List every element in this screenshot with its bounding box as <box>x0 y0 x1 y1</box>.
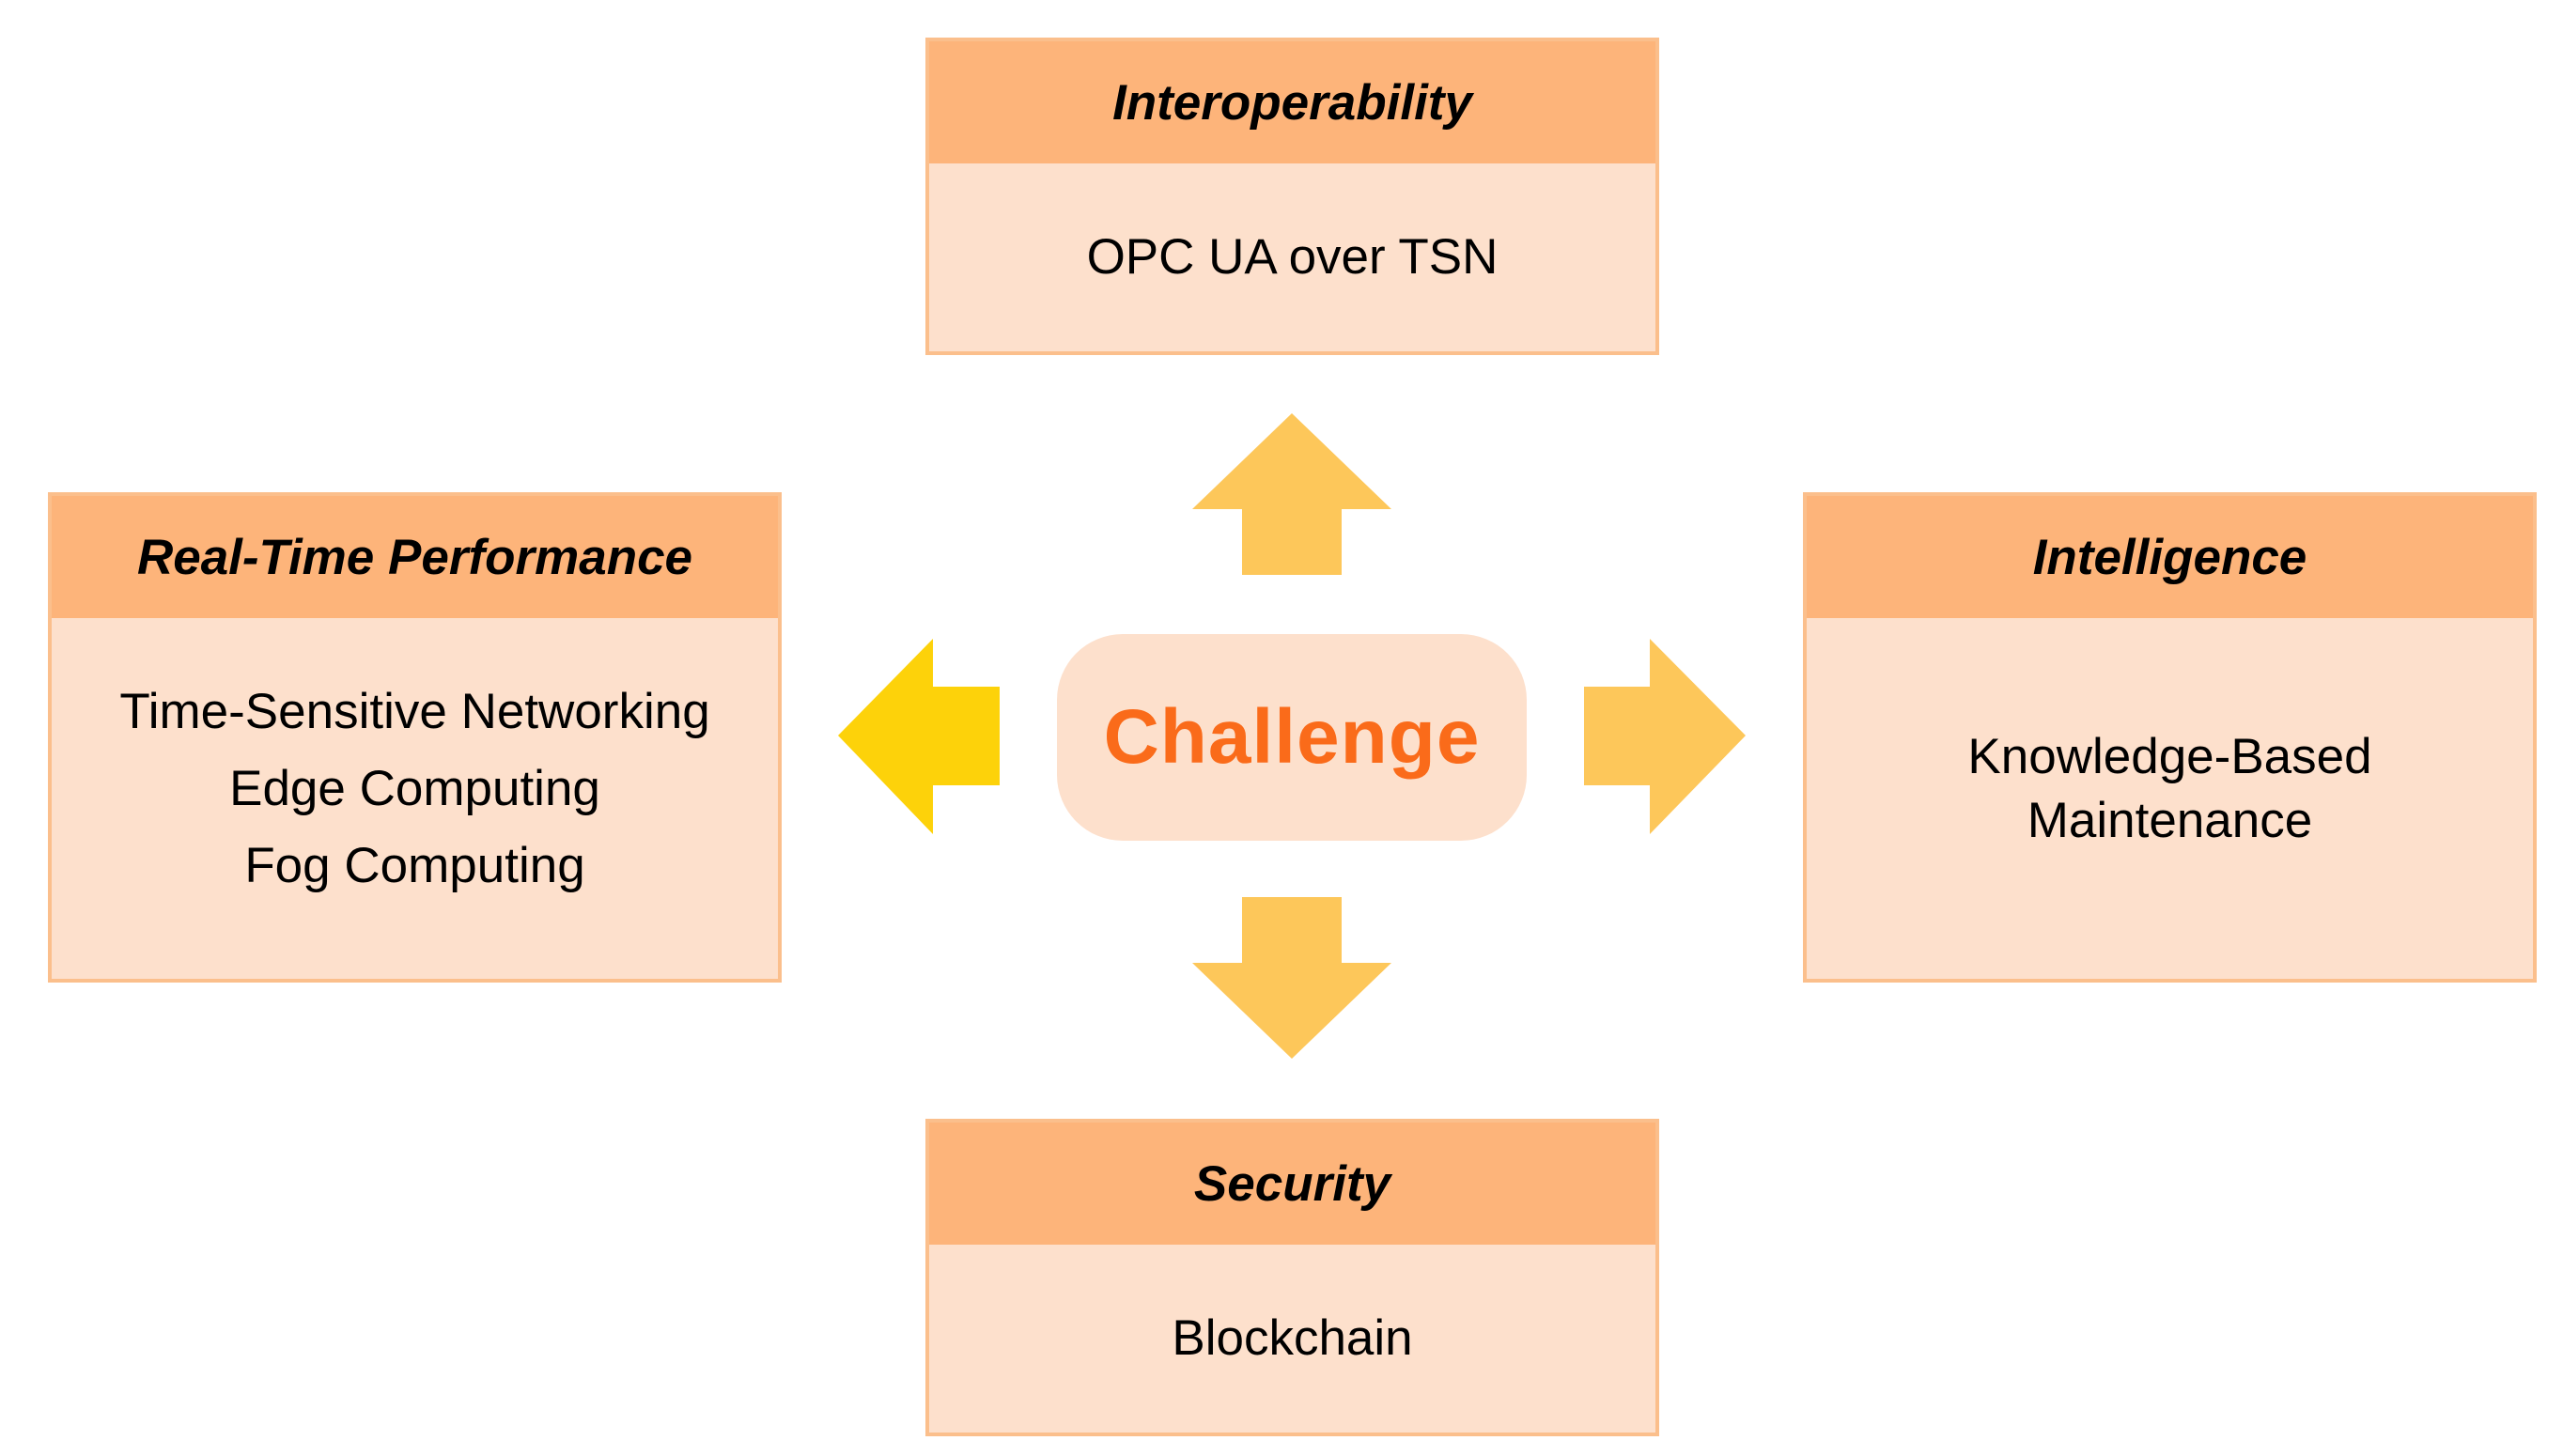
box-title: Security <box>1193 1155 1391 1212</box>
arrow-down-icon <box>1192 897 1391 1059</box>
box-header: Security <box>929 1123 1655 1245</box>
box-line: Edge Computing <box>229 760 600 816</box>
box-header: Real-Time Performance <box>52 496 778 618</box>
challenge-node: Challenge <box>1057 634 1527 841</box>
box-line: Fog Computing <box>244 838 585 894</box>
box-line: OPC UA over TSN <box>1086 229 1499 286</box>
box-line: Time-Sensitive Networking <box>119 683 710 739</box>
box-body: Time-Sensitive Networking Edge Computing… <box>52 618 778 979</box>
box-header: Intelligence <box>1807 496 2533 618</box>
intelligence-box: Intelligence Knowledge-Based Maintenance <box>1803 492 2537 983</box>
box-title: Intelligence <box>2032 529 2307 585</box>
box-body: Blockchain <box>929 1245 1655 1433</box>
interoperability-box: Interoperability OPC UA over TSN <box>925 38 1659 355</box>
arrow-left-icon <box>838 639 1000 834</box>
arrow-up-icon <box>1192 413 1391 575</box>
challenge-label: Challenge <box>1103 694 1481 780</box>
arrow-left-icon <box>837 540 1000 833</box>
box-body: OPC UA over TSN <box>929 163 1655 351</box>
box-title: Real-Time Performance <box>136 529 693 585</box>
real-time-performance-box: Real-Time Performance Time-Sensitive Net… <box>48 492 782 983</box>
box-line: Maintenance <box>2027 793 2313 848</box>
box-line: Knowledge-Based <box>1967 729 2372 785</box>
arrow-right-icon <box>1584 639 1746 834</box>
security-box: Security Blockchain <box>925 1119 1659 1436</box>
box-title: Interoperability <box>1112 74 1472 131</box>
box-body: Knowledge-Based Maintenance <box>1807 618 2533 979</box>
box-header: Interoperability <box>929 41 1655 163</box>
box-line: Blockchain <box>1172 1310 1413 1367</box>
